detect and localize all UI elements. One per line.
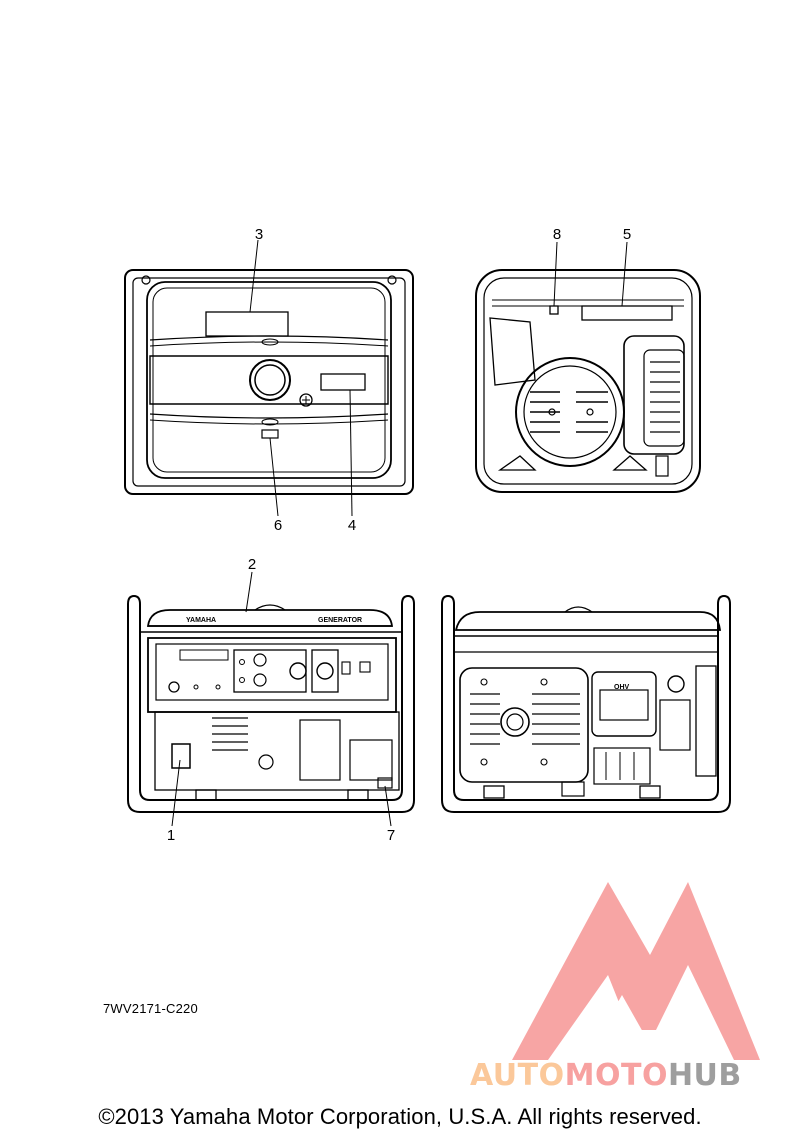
brand-text: YAMAHA <box>186 617 216 624</box>
watermark-text: AUTOMOTOHUB <box>470 1058 742 1093</box>
watermark-auto: AUTO <box>470 1058 565 1093</box>
generator-front-view <box>127 571 415 827</box>
copyright-notice: ©2013 Yamaha Motor Corporation, U.S.A. A… <box>98 1104 702 1129</box>
callout-1: 1 <box>166 827 176 844</box>
callout-7: 7 <box>386 827 396 844</box>
generator-rear-view <box>441 594 731 813</box>
callout-2: 2 <box>247 556 257 573</box>
generator-top-view <box>124 239 414 517</box>
diagram-code: 7WV2171-C220 <box>103 1001 198 1016</box>
callout-8: 8 <box>552 226 562 243</box>
ohv-text: OHV <box>614 684 630 691</box>
watermark-hub: HUB <box>667 1058 742 1093</box>
callout-3: 3 <box>254 226 264 243</box>
callout-5: 5 <box>622 226 632 243</box>
callout-6: 6 <box>273 517 283 534</box>
generator-end-view <box>475 241 701 493</box>
watermark-logo <box>512 882 760 1060</box>
watermark-moto: MOTO <box>564 1058 668 1093</box>
generator-text: GENERATOR <box>318 617 362 624</box>
callout-4: 4 <box>347 517 357 534</box>
